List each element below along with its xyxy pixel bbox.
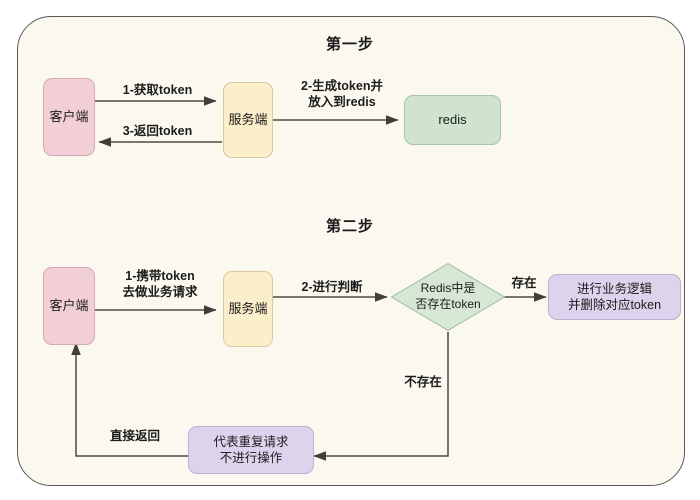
step2-edge-label-not-exists: 不存在 [404, 375, 442, 389]
step2-edge-label-carry-token: 1-携带token 去做业务请求 [122, 269, 198, 300]
step1-title: 第一步 [325, 36, 374, 53]
step2-edge-label-return-direct: 直接返回 [109, 429, 160, 443]
step2-client-node: 客户端 [43, 267, 95, 345]
step2-title: 第二步 [325, 218, 374, 235]
step2-edge-label-judge: 2-进行判断 [301, 280, 363, 294]
step2-edge-label-exists: 存在 [511, 276, 537, 290]
step1-edge-label-gen-token: 2-生成token并 放入到redis [301, 79, 383, 110]
step1-redis-node: redis [404, 95, 501, 145]
decision-shape [390, 262, 506, 332]
step1-server-node: 服务端 [223, 82, 273, 158]
step2-duplicate-node: 代表重复请求 不进行操作 [188, 426, 314, 474]
step2-decision-node: Redis中是 否存在token [390, 262, 506, 332]
step2-server-node: 服务端 [223, 271, 273, 347]
step2-decision-label: Redis中是 否存在token [415, 281, 481, 311]
step2-success-node: 进行业务逻辑 并删除对应token [548, 274, 681, 320]
step1-edge-label-get-token: 1-获取token [122, 83, 193, 97]
step1-edge-label-return-token: 3-返回token [122, 124, 193, 138]
step1-client-node: 客户端 [43, 78, 95, 156]
